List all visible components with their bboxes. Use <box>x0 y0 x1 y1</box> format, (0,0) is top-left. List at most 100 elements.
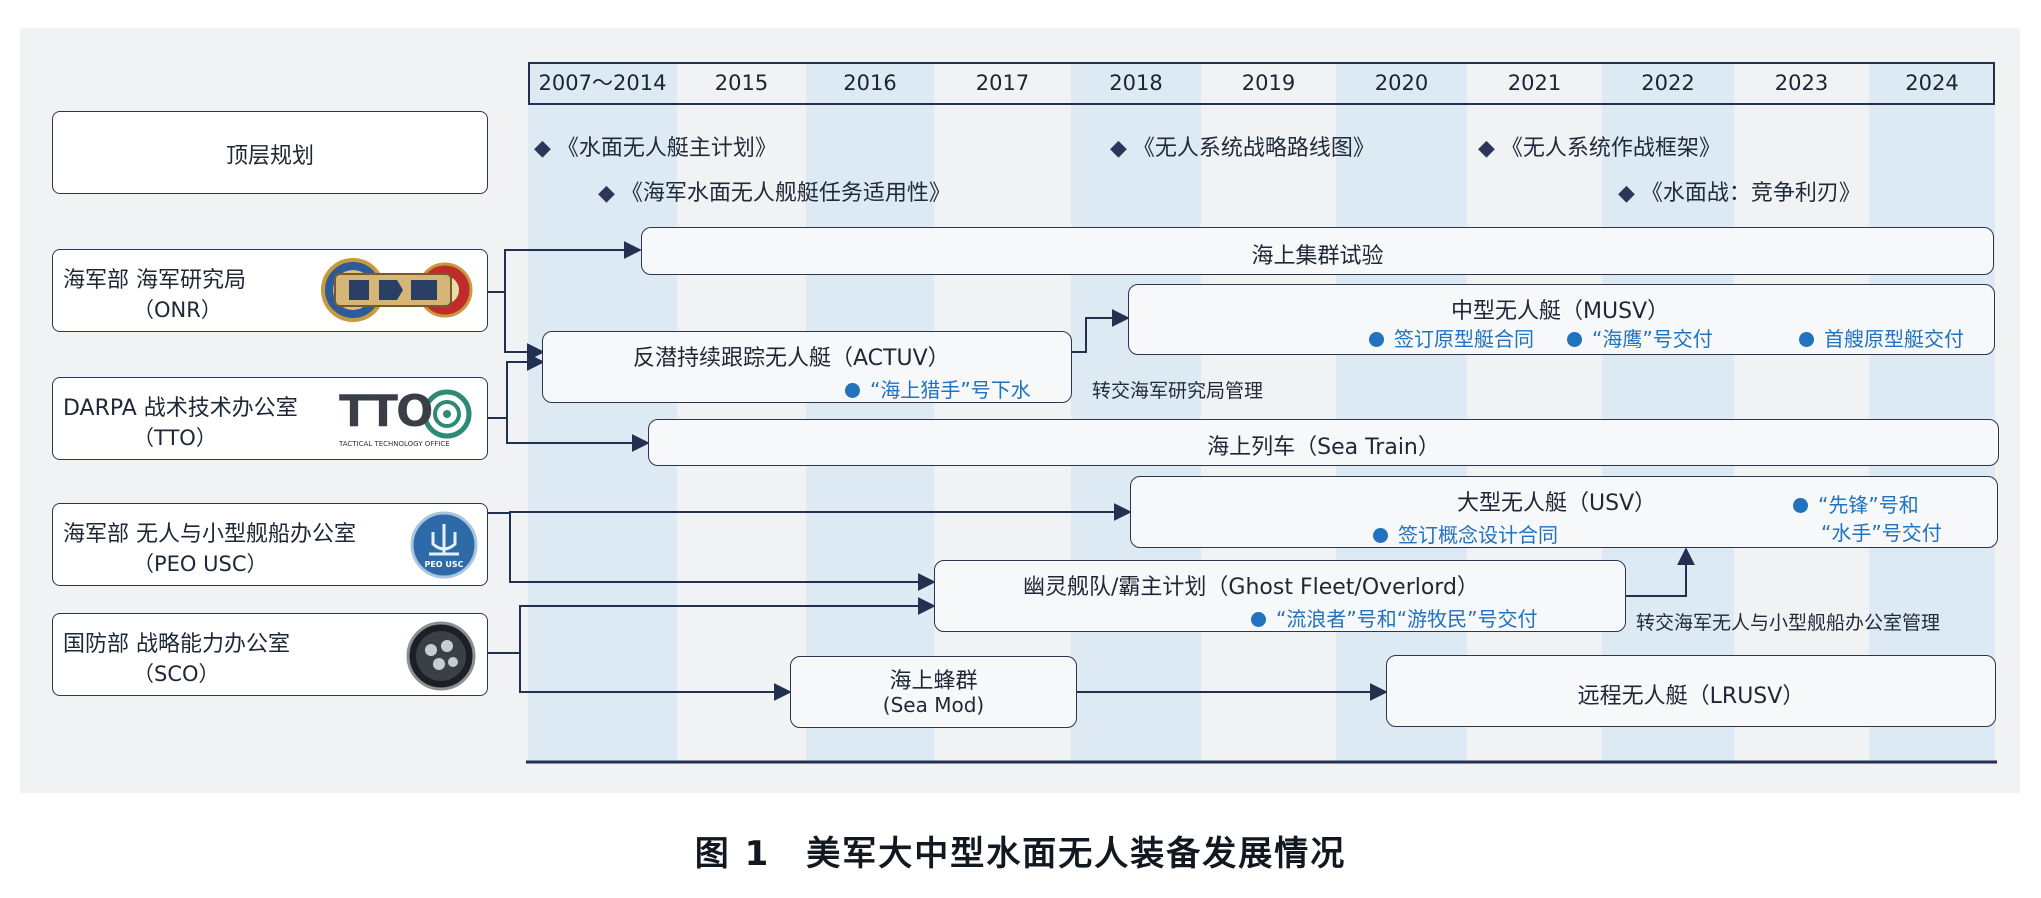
onr-logo-icon <box>321 258 473 322</box>
program-title: 大型无人艇（USV） <box>1457 491 1657 516</box>
program-title: 海上列车（Sea Train） <box>1207 435 1440 460</box>
program-title: 反潜持续跟踪无人艇（ACTUV） <box>633 346 950 371</box>
tto-logo-text: TTO <box>339 386 433 437</box>
doc-title: 《水面战：竞争利刃》 <box>1640 181 1861 206</box>
connector-peo-usv <box>488 503 1132 521</box>
tto-logo-caption: TACTICAL TECHNOLOGY OFFICE <box>339 440 450 448</box>
connector-actuv-musv <box>1072 309 1130 353</box>
timeline-column-2018 <box>1071 62 1201 762</box>
milestone-dot-icon <box>1799 332 1814 347</box>
org-abbr: （ONR） <box>133 298 222 322</box>
milestone: “海上猎手”号下水 <box>845 374 1031 403</box>
year-label: 2016 <box>843 71 897 95</box>
connector-tto-seatrain <box>506 418 650 452</box>
timeline-column-2024 <box>1869 62 1995 762</box>
program-title: 海上蜂群 <box>889 669 978 694</box>
year-label: 2020 <box>1374 71 1429 95</box>
milestone: 签订原型艇合同 <box>1369 323 1534 352</box>
year-label: 2024 <box>1905 71 1959 95</box>
doc-title: 《无人系统作战框架》 <box>1500 136 1721 161</box>
doc-unmanned-framework: ◆《无人系统作战框架》 <box>1478 130 1721 162</box>
doc-mission-suitability: ◆《海军水面无人舰艇任务适用性》 <box>598 175 951 207</box>
diamond-icon: ◆ <box>1110 136 1127 161</box>
connector-onr-actuv <box>504 292 545 361</box>
connector-tto-actuv <box>488 353 545 419</box>
diamond-icon: ◆ <box>534 136 551 161</box>
year-label: 2022 <box>1641 71 1695 95</box>
doc-unmanned-roadmap: ◆《无人系统战略路线图》 <box>1110 130 1375 162</box>
org-abbr: （SCO） <box>133 662 220 686</box>
top-planning-label: 顶层规划 <box>225 144 314 169</box>
tto-logo-icon: TTO TACTICAL TECHNOLOGY OFFICE <box>339 386 479 450</box>
year-label: 2019 <box>1241 71 1296 95</box>
note-transfer-peo: 转交海军无人与小型舰船办公室管理 <box>1636 612 1941 634</box>
org-abbr: （PEO USC） <box>133 552 268 576</box>
top-planning-box: 顶层规划 <box>52 111 488 194</box>
milestone-dot-icon <box>1793 498 1808 513</box>
year-label: 2007～2014 <box>538 71 667 95</box>
org-name: DARPA 战术技术办公室 <box>63 396 298 421</box>
program-swarm: 海上集群试验 <box>641 227 1994 275</box>
figure-caption: 图 1 美军大中型水面无人装备发展情况 <box>694 834 1347 874</box>
year-label: 2017 <box>975 71 1030 95</box>
org-abbr: （TTO） <box>133 426 217 450</box>
program-musv: 中型无人艇（MUSV） 签订原型艇合同 “海鹰”号交付 首艘原型艇交付 <box>1128 284 1995 355</box>
connector-peo-ghost <box>509 512 936 591</box>
timeline-column-2020 <box>1336 62 1467 762</box>
timeline-header <box>528 62 1995 105</box>
org-onr: 海军部 海军研究局 （ONR） <box>52 249 488 332</box>
milestone: “先锋”号和 <box>1793 489 1919 518</box>
milestone-continued: “水手”号交付 <box>1821 521 1942 545</box>
connector-sco-seamod <box>519 653 792 701</box>
milestone-dot-icon <box>1369 332 1384 347</box>
doc-title: 《海军水面无人舰艇任务适用性》 <box>620 181 951 206</box>
connector-onr-swarm <box>488 241 642 293</box>
milestone: 首艘原型艇交付 <box>1799 323 1964 352</box>
milestone-dot-icon <box>1567 332 1582 347</box>
program-title: 中型无人艇（MUSV） <box>1451 299 1670 324</box>
year-label: 2023 <box>1774 71 1829 95</box>
program-subtitle: (Sea Mod) <box>882 693 985 717</box>
program-title: 远程无人艇（LRUSV） <box>1577 684 1805 709</box>
program-ghost-fleet: 幽灵舰队/霸主计划（Ghost Fleet/Overlord） “流浪者”号和“… <box>934 560 1626 632</box>
doc-usv-master-plan: ◆《水面无人艇主计划》 <box>534 130 777 162</box>
timeline-column-2007-2014 <box>528 62 677 762</box>
org-tto: DARPA 战术技术办公室 （TTO） TTO TACTICAL TECHNOL… <box>52 377 488 460</box>
milestone: “流浪者”号和“游牧民”号交付 <box>1251 603 1537 632</box>
diamond-icon: ◆ <box>1478 136 1495 161</box>
doc-surface-warfare: ◆《水面战：竞争利刃》 <box>1618 175 1861 207</box>
timeline-column-2022 <box>1602 62 1734 762</box>
timeline-column-2016 <box>806 62 934 762</box>
peo-usc-logo-text: PEO USC <box>424 560 464 569</box>
org-name: 国防部 战略能力办公室 <box>63 632 290 657</box>
connector-ghost-usv <box>1626 547 1695 597</box>
diamond-icon: ◆ <box>1618 181 1635 206</box>
diamond-icon: ◆ <box>598 181 615 206</box>
note-transfer-onr: 转交海军研究局管理 <box>1092 380 1264 402</box>
milestone: 签订概念设计合同 <box>1373 519 1558 548</box>
peo-usc-logo-icon: PEO USC <box>409 510 479 580</box>
program-sea-train: 海上列车（Sea Train） <box>648 419 1999 466</box>
milestone-dot-icon <box>1251 612 1266 627</box>
program-actuv: 反潜持续跟踪无人艇（ACTUV） “海上猎手”号下水 <box>542 331 1072 403</box>
program-lrusv: 远程无人艇（LRUSV） <box>1386 655 1996 727</box>
doc-title: 《水面无人艇主计划》 <box>556 136 777 161</box>
program-title: 幽灵舰队/霸主计划（Ghost Fleet/Overlord） <box>1023 575 1479 600</box>
program-sea-mod: 海上蜂群 (Sea Mod) <box>790 656 1077 728</box>
year-label: 2018 <box>1109 71 1163 95</box>
sco-logo-icon <box>406 621 476 691</box>
org-name: 海军部 海军研究局 <box>63 268 246 293</box>
milestone-dot-icon <box>1373 528 1388 543</box>
org-sco: 国防部 战略能力办公室 （SCO） <box>52 613 488 696</box>
connector-sco-ghost <box>488 597 936 654</box>
org-name: 海军部 无人与小型舰船办公室 <box>63 522 356 547</box>
year-label: 2015 <box>714 71 769 95</box>
milestone-dot-icon <box>845 383 860 398</box>
year-label: 2021 <box>1507 71 1562 95</box>
org-peo-usc: 海军部 无人与小型舰船办公室 （PEO USC） PEO USC <box>52 503 488 586</box>
doc-title: 《无人系统战略路线图》 <box>1132 136 1375 161</box>
milestone: “海鹰”号交付 <box>1567 323 1713 352</box>
program-usv: 大型无人艇（USV） 签订概念设计合同 “先锋”号和 “水手”号交付 <box>1130 476 1998 548</box>
program-title: 海上集群试验 <box>1251 244 1384 269</box>
